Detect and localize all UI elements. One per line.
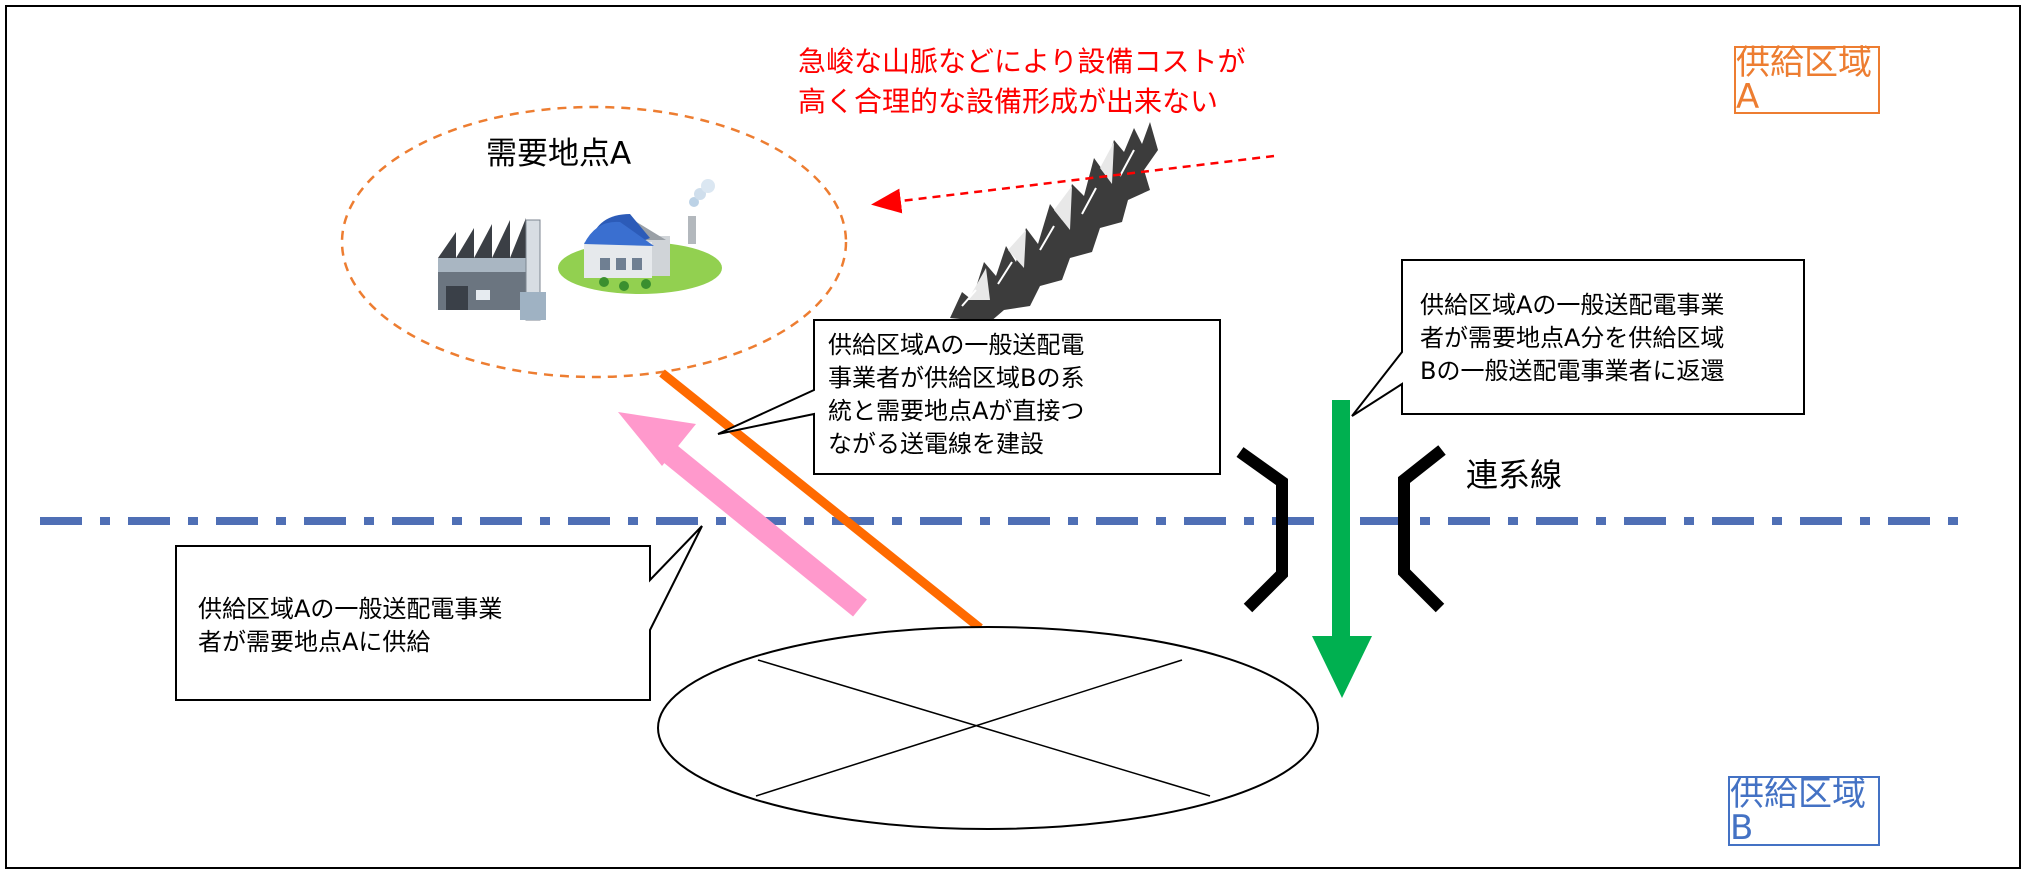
callout-supply-to-a-text: 供給区域Aの一般送配電事業 者が需要地点Aに供給 [198, 595, 503, 656]
tie-line-right-bracket [1398, 445, 1446, 613]
callout-supply-to-a [175, 525, 703, 701]
callout-direct-line-text: 供給区域Aの一般送配電 事業者が供給区域Bの系 統と需要地点Aが直接つ ながる送… [828, 331, 1085, 458]
direct-transmission-line [659, 369, 983, 632]
infeasible-route-arrow [871, 154, 1275, 214]
region-b-grid-ellipse [657, 626, 1319, 830]
callout-return-supply [1351, 259, 1805, 417]
mountain-note-line-2: 高く合理的な設備形成が出来ない [798, 85, 1219, 118]
mountain-note: 急峻な山脈などにより設備コストが 高く合理的な設備形成が出来ない [798, 42, 1245, 122]
factory-icon [438, 218, 546, 321]
outer-frame [5, 5, 2021, 869]
demand-point-label: 需要地点A [486, 136, 632, 172]
demand-area-ellipse [340, 105, 848, 379]
region-b-label: 供給区域B [1728, 776, 1880, 846]
callout-direct-line [717, 319, 1221, 475]
callout-return-supply-text: 供給区域Aの一般送配電事業 者が需要地点A分を供給区域 Bの一般送配電事業者に返… [1420, 291, 1725, 385]
mountain-range-icon [950, 122, 1158, 322]
region-a-label: 供給区域A [1734, 46, 1880, 114]
warehouse-icon [558, 179, 722, 294]
supply-arrow [618, 412, 867, 617]
tie-line-left-bracket [1236, 447, 1288, 613]
tie-line-label: 連系線 [1466, 456, 1563, 494]
return-arrow [1312, 400, 1372, 698]
mountain-note-line-1: 急峻な山脈などにより設備コストが [798, 45, 1246, 78]
